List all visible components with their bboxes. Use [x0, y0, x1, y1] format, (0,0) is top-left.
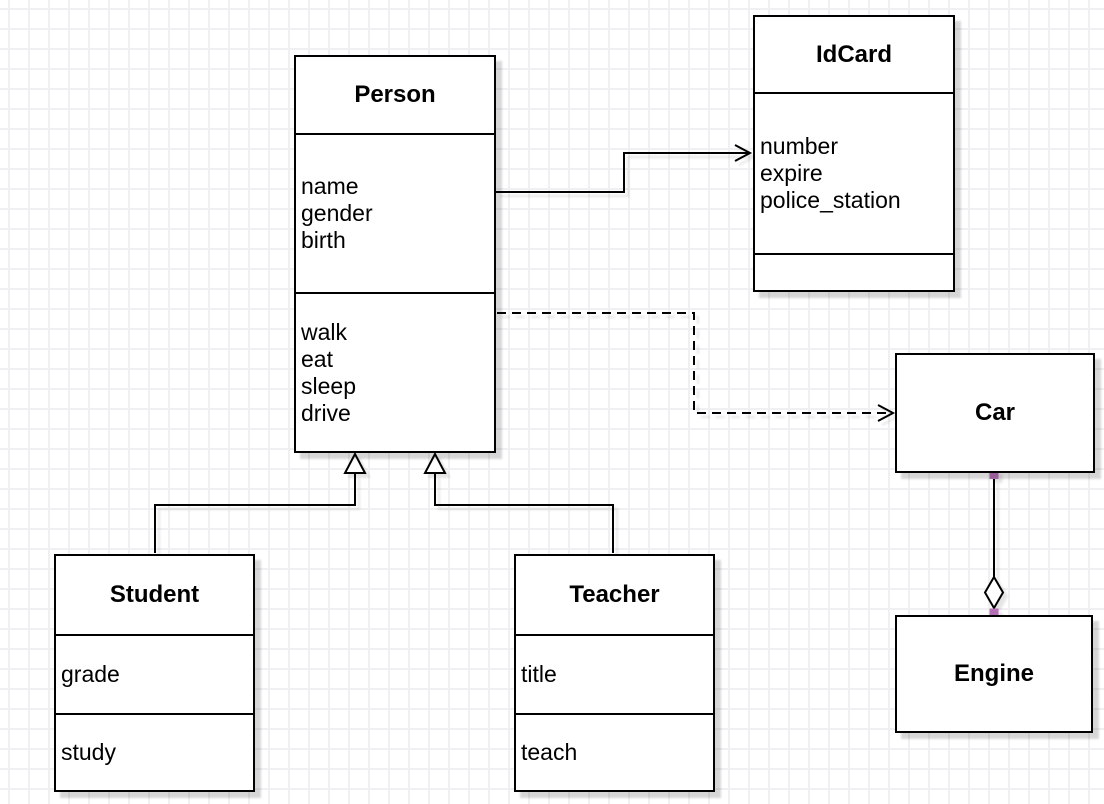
anchor-point-marker[interactable]	[989, 470, 999, 479]
open-arrowhead-icon	[734, 144, 753, 162]
member-label: study	[61, 739, 116, 765]
class-title: Person	[354, 81, 436, 108]
aggregation-diamond-icon	[983, 575, 1005, 610]
member-label: eat	[301, 345, 333, 372]
class-title: Student	[109, 581, 200, 608]
class-title: IdCard	[815, 40, 892, 68]
member-label: walk	[301, 318, 348, 345]
attributes-compartment: title	[516, 634, 713, 713]
edge-teacher-person-generalization[interactable]	[434, 473, 614, 553]
member-label: police_station	[760, 187, 901, 213]
edge-person-idcard-association[interactable]	[496, 152, 748, 193]
member-label: teach	[521, 739, 578, 765]
member-label: number	[760, 133, 838, 159]
generalization-triangle-icon	[343, 451, 367, 474]
member-label: gender	[301, 200, 373, 226]
open-arrowhead-icon	[877, 404, 896, 422]
class-car[interactable]: Car	[895, 353, 1095, 473]
member-label: sleep	[301, 372, 356, 399]
class-teacher[interactable]: Teacher title teach	[514, 554, 715, 792]
member-label: title	[521, 661, 557, 687]
member-label: expire	[760, 160, 823, 186]
member-label: birth	[301, 227, 346, 253]
class-engine[interactable]: Engine	[895, 615, 1093, 733]
edge-student-person-generalization[interactable]	[154, 473, 356, 553]
member-label: drive	[301, 399, 351, 426]
methods-compartment: study	[56, 713, 253, 790]
class-title: Teacher	[569, 581, 660, 608]
anchor-point-marker[interactable]	[989, 608, 999, 618]
class-title: Engine	[953, 660, 1034, 687]
class-student[interactable]: Student grade study	[54, 554, 255, 792]
generalization-triangle-icon	[423, 451, 447, 474]
methods-compartment: teach	[516, 713, 713, 790]
member-label: grade	[61, 661, 120, 687]
member-label: name	[301, 173, 359, 199]
attributes-compartment: grade	[56, 634, 253, 713]
methods-compartment	[755, 253, 953, 290]
class-title: Car	[974, 399, 1016, 426]
edge-person-car-dependency[interactable]	[497, 312, 886, 414]
